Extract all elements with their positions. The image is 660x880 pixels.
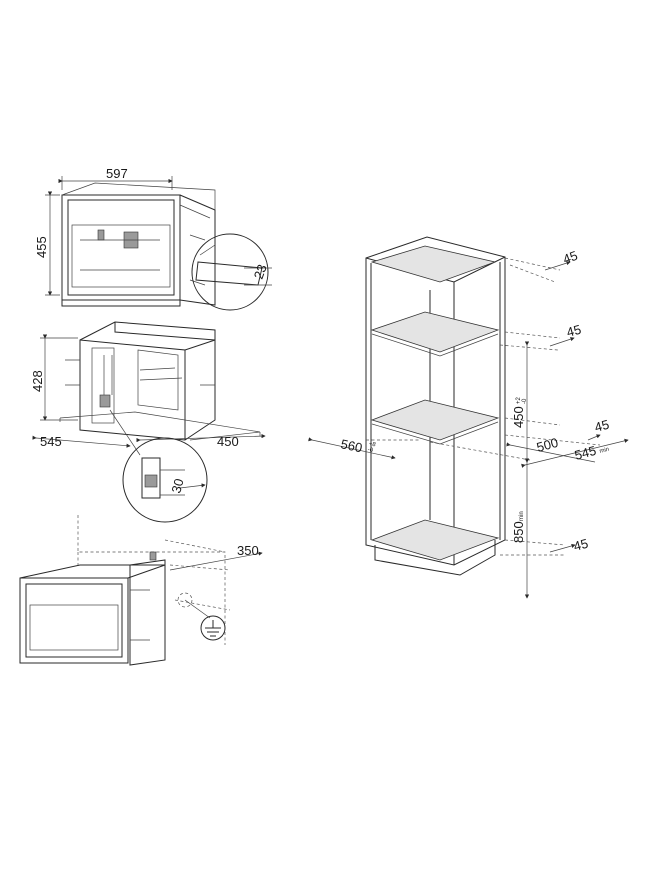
cabinet-depth-total-suffix: min: [599, 447, 610, 455]
oven-bottom-dimension-label: 350: [237, 543, 259, 558]
cabinet-width-tol: +8-0: [367, 441, 377, 454]
oven-middle-depth-label: 545: [40, 434, 62, 449]
oven-middle-detail-label: 30: [168, 477, 186, 495]
cabinet-depth-total-label: 545: [573, 443, 598, 463]
cabinet-bottom-gap-label: 45: [572, 536, 590, 554]
cabinet-gap-right-label: 45: [593, 417, 611, 435]
cabinet-base-height-label: 850: [511, 521, 526, 543]
oven-installation-view: 350: [19, 515, 263, 666]
cabinet-column: 560 +8-0 45 45 45 45 450 +2-0 850 min 50…: [308, 236, 629, 599]
cabinet-top-gap-1-label: 45: [561, 248, 580, 267]
oven-top-height-label: 455: [34, 236, 49, 258]
oven-middle-height-label: 428: [30, 370, 45, 392]
oven-isometric-view: 428 545 450 30: [30, 321, 266, 523]
oven-middle-width-label: 450: [217, 434, 239, 449]
oven-top-detail-label: 23: [251, 262, 270, 281]
cabinet-top-gap-2-label: 45: [565, 322, 583, 340]
cabinet-width-label: 560: [339, 436, 363, 455]
oven-top-width-label: 597: [106, 166, 128, 181]
cabinet-niche-height-tol: +2-0: [516, 396, 528, 404]
cabinet-base-height-suffix: min: [519, 511, 525, 521]
cabinet-niche-height-label: 450: [511, 406, 526, 428]
oven-front-view: 597 455 23: [34, 166, 272, 311]
cabinet-depth-inner-label: 500: [535, 435, 560, 455]
